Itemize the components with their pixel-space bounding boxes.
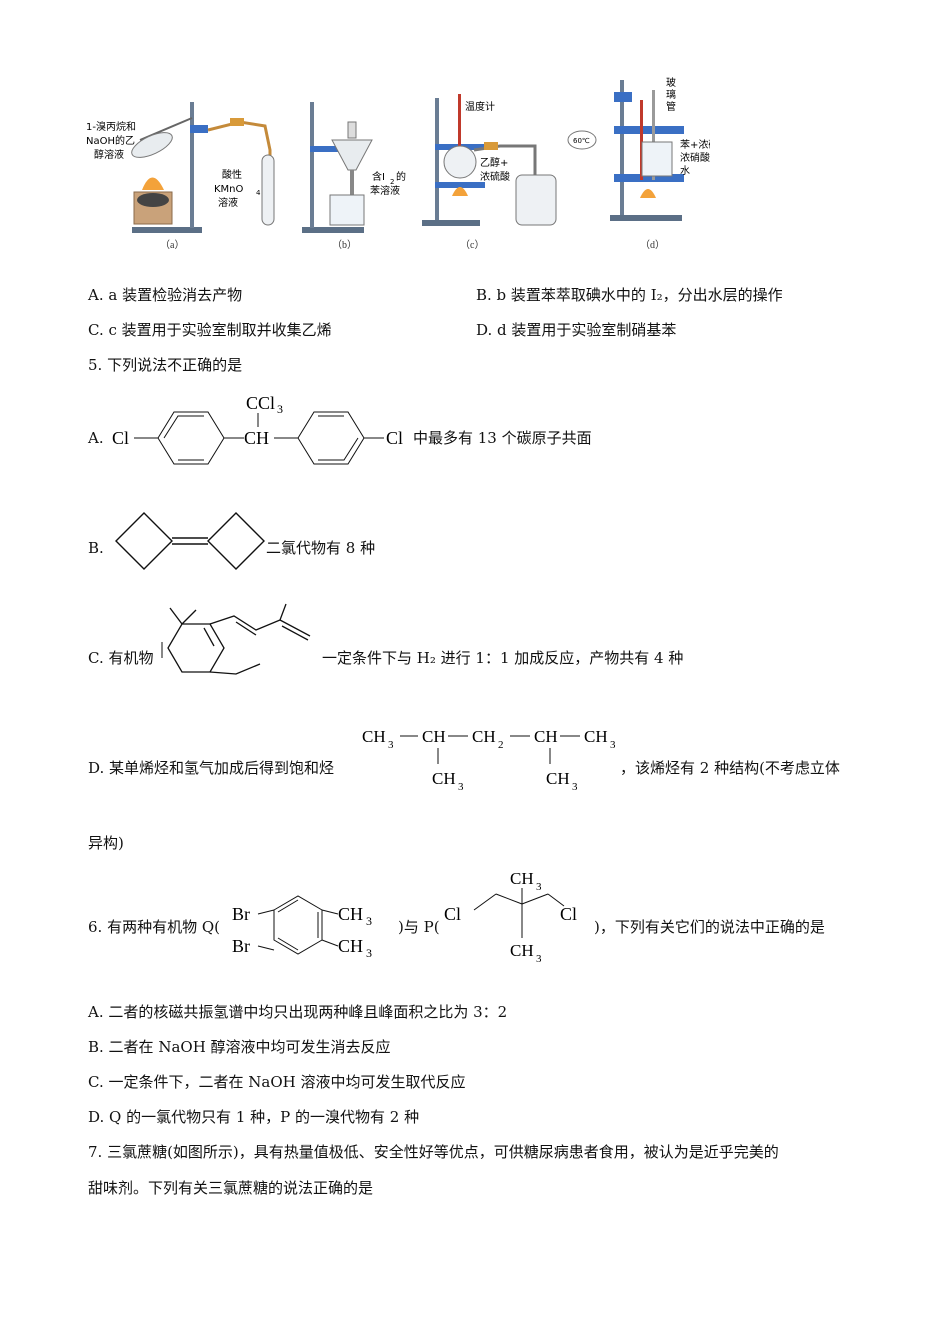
- q7-stem-line-2: 甜味剂。下列有关三氯蔗糖的说法正确的是: [88, 1179, 374, 1197]
- apparatus-a: 1-溴丙烷和 NaOH的乙 醇溶液 酸性 KMnO 4 溶液 （a）: [86, 102, 275, 251]
- q5-option-d-text: ，该烯烃有 2 种结构(不考虑立体: [620, 759, 840, 777]
- q4-option-a: A. a 装置检验消去产物: [88, 286, 243, 304]
- apparatus-d-tube-label-1: 玻: [666, 76, 676, 89]
- caption-b: （b）: [332, 239, 357, 251]
- apparatus-d-tube-label-2: 璃: [666, 88, 676, 101]
- apparatus-c-label-2: 浓硫酸: [480, 170, 510, 183]
- apparatus-d-temp-label: 60℃: [573, 137, 590, 145]
- q6-stem-prefix: 6. 有两种有机物 Q(: [88, 918, 220, 936]
- svg-text:Br: Br: [232, 904, 250, 924]
- apparatus-a-label-2: NaOH的乙: [86, 134, 135, 147]
- svg-text:Cl: Cl: [560, 904, 577, 924]
- svg-text:CH: CH: [584, 727, 608, 746]
- apparatus-a-tube-label-2: KMnO: [214, 184, 244, 195]
- svg-text:CH: CH: [432, 769, 456, 788]
- q5-a-molecule: CCl 3 Cl CH Cl: [112, 393, 403, 465]
- svg-text:4: 4: [256, 189, 261, 197]
- q7-stem-line-1: 7. 三氯蔗糖(如图所示)，具有热量值极低、安全性好等优点，可供糖尿病患者食用，…: [88, 1143, 779, 1161]
- caption-d: （d）: [640, 239, 665, 251]
- apparatus-d-tube-label-3: 管: [666, 100, 676, 113]
- svg-text:CH: CH: [244, 428, 269, 448]
- q6-stem-mid: )与 P(: [398, 918, 440, 936]
- apparatus-c-label-1: 乙醇+: [480, 156, 508, 169]
- q6-option-b: B. 二者在 NaOH 醇溶液中均可发生消去反应: [88, 1038, 391, 1056]
- q4-option-b: B. b 装置苯萃取碘水中的 I₂，分出水层的操作: [476, 286, 783, 304]
- svg-text:3: 3: [366, 946, 372, 960]
- q6-stem-suffix: )，下列有关它们的说法中正确的是: [594, 918, 825, 936]
- apparatus-a-label-3: 醇溶液: [94, 148, 124, 161]
- apparatus-d-label-2: 浓硝酸: [680, 151, 710, 164]
- q5-option-d-text-2: 异构): [88, 834, 124, 852]
- svg-text:3: 3: [610, 739, 616, 751]
- q4-option-c: C. c 装置用于实验室制取并收集乙烯: [88, 321, 332, 339]
- q5-option-d-prefix: D. 某单烯烃和氢气加成后得到饱和烃: [88, 759, 335, 777]
- apparatus-b-label-2: 的: [396, 170, 406, 183]
- svg-text:Cl: Cl: [386, 428, 403, 448]
- apparatus-b-label-1: 含I: [372, 170, 385, 183]
- svg-text:3: 3: [458, 781, 464, 793]
- svg-text:3: 3: [366, 914, 372, 928]
- apparatus-c-thermo-label: 温度计: [465, 100, 495, 113]
- apparatus-d: 玻 璃 管 60℃ 苯+浓硫酸+ 浓硝酸 水 （d）: [567, 76, 710, 251]
- caption-c: （c）: [460, 239, 484, 251]
- apparatus-d-label-3: 水: [680, 165, 690, 177]
- apparatus-a-tube-label-3: 溶液: [218, 196, 238, 209]
- apparatus-d-label-1: 苯+浓硫酸+: [680, 138, 710, 151]
- svg-text:Cl: Cl: [112, 428, 129, 448]
- q6-option-a: A. 二者的核磁共振氢谱中均只出现两种峰且峰面积之比为 3：2: [88, 1003, 508, 1021]
- svg-text:Cl: Cl: [444, 904, 461, 924]
- svg-text:3: 3: [572, 781, 578, 793]
- apparatus-a-label-1: 1-溴丙烷和: [86, 120, 136, 133]
- q6-option-d: D. Q 的一氯代物只有 1 种，P 的一溴代物有 2 种: [88, 1108, 420, 1126]
- apparatus-c: 温度计 乙醇+ 浓硫酸 （c）: [422, 94, 557, 251]
- q5-stem: 5. 下列说法不正确的是: [88, 356, 243, 374]
- apparatus-b: 含I 2 的 苯溶液 （b）: [302, 102, 406, 251]
- q5-c-molecule: [161, 603, 311, 675]
- svg-text:CH: CH: [534, 727, 558, 746]
- q5-b-molecule: [115, 512, 265, 570]
- svg-text:CH: CH: [510, 869, 534, 888]
- svg-text:CH: CH: [510, 941, 534, 960]
- q5-option-c-text: 一定条件下与 H₂ 进行 1：1 加成反应，产物共有 4 种: [322, 649, 684, 667]
- caption-a: （a）: [160, 239, 184, 251]
- q5-option-b-prefix: B.: [88, 539, 104, 557]
- q5-option-a-text: 中最多有 13 个碳原子共面: [413, 429, 592, 447]
- q6-q-molecule: Br Br CH 3 CH 3: [232, 895, 372, 960]
- q5-d-molecule: CH 3 CH CH 2 CH CH 3 CH 3 CH 3: [362, 727, 616, 793]
- q5-option-c-prefix: C. 有机物: [88, 649, 154, 667]
- q4-option-d: D. d 装置用于实验室制硝基苯: [476, 321, 677, 339]
- q6-p-molecule: CH 3 Cl Cl CH 3: [444, 869, 577, 965]
- apparatus-b-label-3: 苯溶液: [370, 184, 400, 197]
- apparatus-a-tube-label-1: 酸性: [222, 168, 242, 181]
- svg-text:CH: CH: [422, 727, 446, 746]
- svg-text:Br: Br: [232, 936, 250, 956]
- svg-text:CH: CH: [338, 936, 363, 956]
- svg-text:3: 3: [536, 953, 542, 965]
- svg-text:3: 3: [388, 739, 394, 751]
- svg-text:3: 3: [536, 881, 542, 893]
- svg-text:CCl: CCl: [246, 393, 275, 413]
- svg-text:CH: CH: [546, 769, 570, 788]
- q5-option-b-text: 二氯代物有 8 种: [266, 539, 376, 557]
- q6-option-c: C. 一定条件下，二者在 NaOH 溶液中均可发生取代反应: [88, 1073, 466, 1091]
- svg-text:CH: CH: [338, 904, 363, 924]
- svg-text:2: 2: [498, 739, 504, 751]
- q5-option-a-prefix: A.: [88, 429, 104, 447]
- svg-text:3: 3: [277, 402, 283, 416]
- svg-text:CH: CH: [362, 727, 386, 746]
- svg-text:CH: CH: [472, 727, 496, 746]
- apparatus-figure: 1-溴丙烷和 NaOH的乙 醇溶液 酸性 KMnO 4 溶液 （a） 含I 2 …: [86, 76, 710, 251]
- svg-text:2: 2: [390, 178, 394, 186]
